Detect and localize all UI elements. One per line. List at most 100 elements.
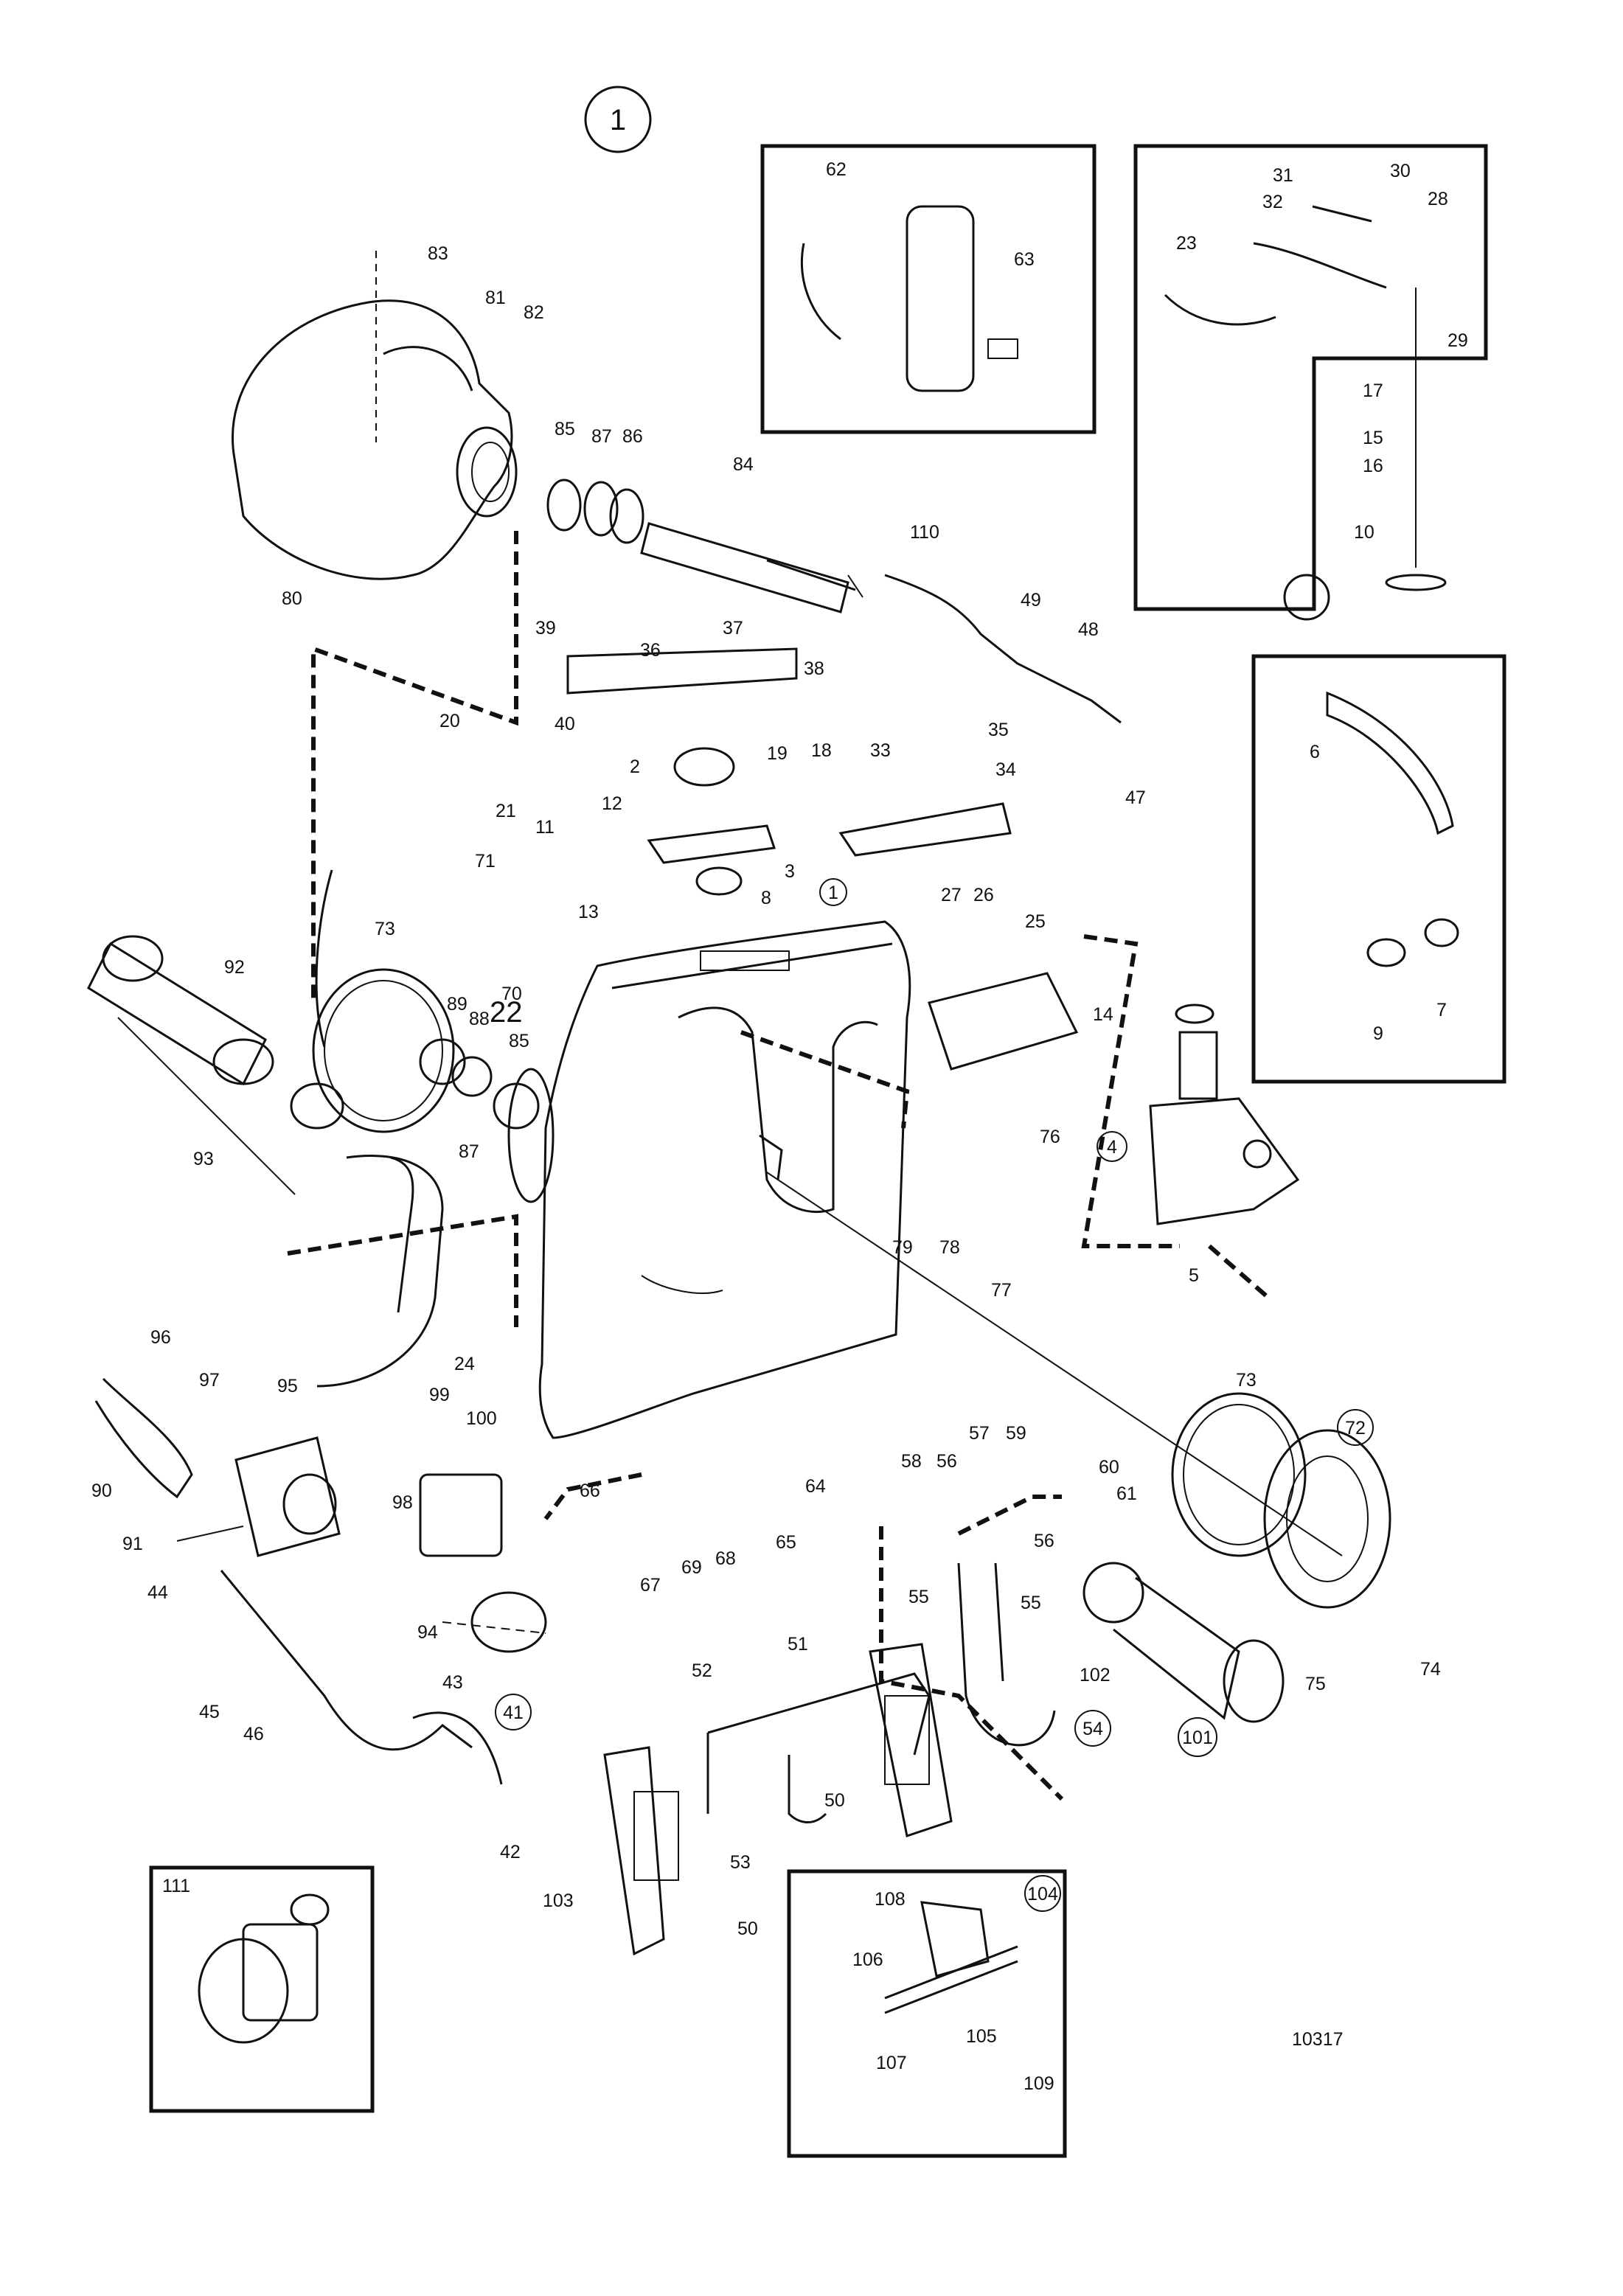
- label-6: 6: [1310, 742, 1320, 762]
- drawing-number: 10317: [1292, 2029, 1344, 2050]
- pump-housing: [94, 1377, 341, 1557]
- label-13: 13: [578, 902, 599, 922]
- inset-box-pump: [760, 144, 1097, 434]
- label-105: 105: [966, 2026, 997, 2047]
- label-50b: 50: [737, 1918, 758, 1939]
- label-76: 76: [1040, 1127, 1060, 1147]
- label-40: 40: [555, 714, 575, 734]
- inset-box-hose-clip: [787, 1869, 1067, 2158]
- label-52: 52: [692, 1660, 712, 1681]
- bell-housing: [232, 251, 518, 580]
- water-hose: [316, 1155, 444, 1388]
- steering-helm: [1149, 1003, 1300, 1225]
- label-56b: 56: [1034, 1531, 1054, 1551]
- label-111: 111: [162, 1876, 190, 1896]
- label-1: 1: [828, 883, 838, 903]
- dashed-link-8: [1208, 1244, 1270, 1300]
- dashed-link-7: [957, 1495, 1062, 1536]
- dashed-link-6: [879, 1526, 1064, 1801]
- label-85b: 85: [509, 1031, 529, 1051]
- label-51: 51: [788, 1634, 808, 1655]
- label-80: 80: [282, 588, 302, 609]
- label-106: 106: [852, 1949, 883, 1970]
- diagram-callout: 1: [584, 86, 652, 153]
- label-83: 83: [428, 243, 448, 264]
- label-30: 30: [1390, 161, 1411, 181]
- label-69: 69: [681, 1557, 702, 1578]
- rubber-bellows: [1082, 1562, 1285, 1723]
- label-95: 95: [277, 1376, 298, 1396]
- label-24: 24: [454, 1354, 475, 1374]
- label-28: 28: [1428, 189, 1448, 209]
- label-63: 63: [1014, 249, 1035, 270]
- label-61: 61: [1116, 1483, 1137, 1504]
- label-101: 101: [1182, 1728, 1213, 1748]
- label-49: 49: [1021, 590, 1041, 610]
- label-84: 84: [733, 454, 754, 475]
- dashed-link-2: [740, 1030, 910, 1129]
- label-32: 32: [1262, 192, 1283, 212]
- label-57: 57: [969, 1423, 990, 1444]
- label-5: 5: [1189, 1265, 1199, 1286]
- label-97: 97: [199, 1370, 220, 1391]
- gear-segment: [1326, 691, 1454, 835]
- label-93: 93: [193, 1149, 214, 1169]
- drain-hose: [220, 1570, 473, 1751]
- label-35: 35: [988, 720, 1009, 740]
- label-38: 38: [804, 658, 824, 679]
- exhaust-hose: [87, 935, 344, 1195]
- inset-box-reservoir: [149, 1865, 375, 2113]
- label-99: 99: [429, 1385, 450, 1405]
- label-20: 20: [439, 711, 460, 731]
- label-73b: 73: [1236, 1370, 1257, 1391]
- label-58: 58: [901, 1451, 922, 1472]
- label-88: 88: [469, 1009, 490, 1029]
- label-22: 22: [490, 996, 523, 1029]
- dashed-link-4: [287, 1214, 518, 1327]
- hydraulic-lines: [706, 1672, 931, 1824]
- label-11: 11: [535, 817, 555, 838]
- label-87: 87: [591, 426, 612, 447]
- dashed-link-5: [543, 1472, 642, 1520]
- label-86: 86: [622, 426, 643, 447]
- label-41: 41: [503, 1702, 524, 1723]
- label-2: 2: [630, 756, 640, 777]
- drive-shaft: [546, 479, 863, 613]
- label-65: 65: [776, 1532, 796, 1553]
- label-107: 107: [876, 2053, 907, 2073]
- label-7: 7: [1436, 1000, 1447, 1020]
- label-53: 53: [730, 1852, 751, 1873]
- label-110: 110: [910, 522, 939, 543]
- label-54: 54: [1082, 1719, 1103, 1739]
- label-78: 78: [939, 1237, 960, 1258]
- label-10: 10: [1354, 522, 1374, 543]
- label-100: 100: [466, 1408, 497, 1429]
- callout-main: 1: [610, 104, 626, 136]
- label-18: 18: [811, 740, 832, 761]
- label-94: 94: [417, 1622, 438, 1643]
- label-108: 108: [875, 1889, 906, 1910]
- label-72: 72: [1345, 1418, 1366, 1439]
- label-23: 23: [1176, 233, 1197, 254]
- label-26: 26: [973, 885, 994, 905]
- label-47: 47: [1125, 787, 1146, 808]
- label-55: 55: [908, 1587, 929, 1607]
- label-66: 66: [580, 1481, 600, 1501]
- label-14: 14: [1093, 1004, 1113, 1025]
- label-89: 89: [447, 994, 468, 1015]
- inset-box-sensor: [1133, 144, 1488, 611]
- transom-shield: [507, 920, 911, 1439]
- label-71: 71: [475, 851, 496, 872]
- label-39: 39: [535, 618, 556, 639]
- label-34: 34: [995, 759, 1016, 780]
- label-17: 17: [1363, 380, 1383, 401]
- label-87b: 87: [459, 1141, 479, 1162]
- label-81: 81: [485, 288, 506, 308]
- steering-arm: [566, 647, 798, 695]
- label-109: 109: [1024, 2073, 1054, 2094]
- label-48: 48: [1078, 619, 1099, 640]
- seal-ring-left: [312, 869, 455, 1133]
- label-27: 27: [941, 885, 962, 905]
- label-77: 77: [991, 1280, 1012, 1301]
- label-60: 60: [1099, 1457, 1119, 1478]
